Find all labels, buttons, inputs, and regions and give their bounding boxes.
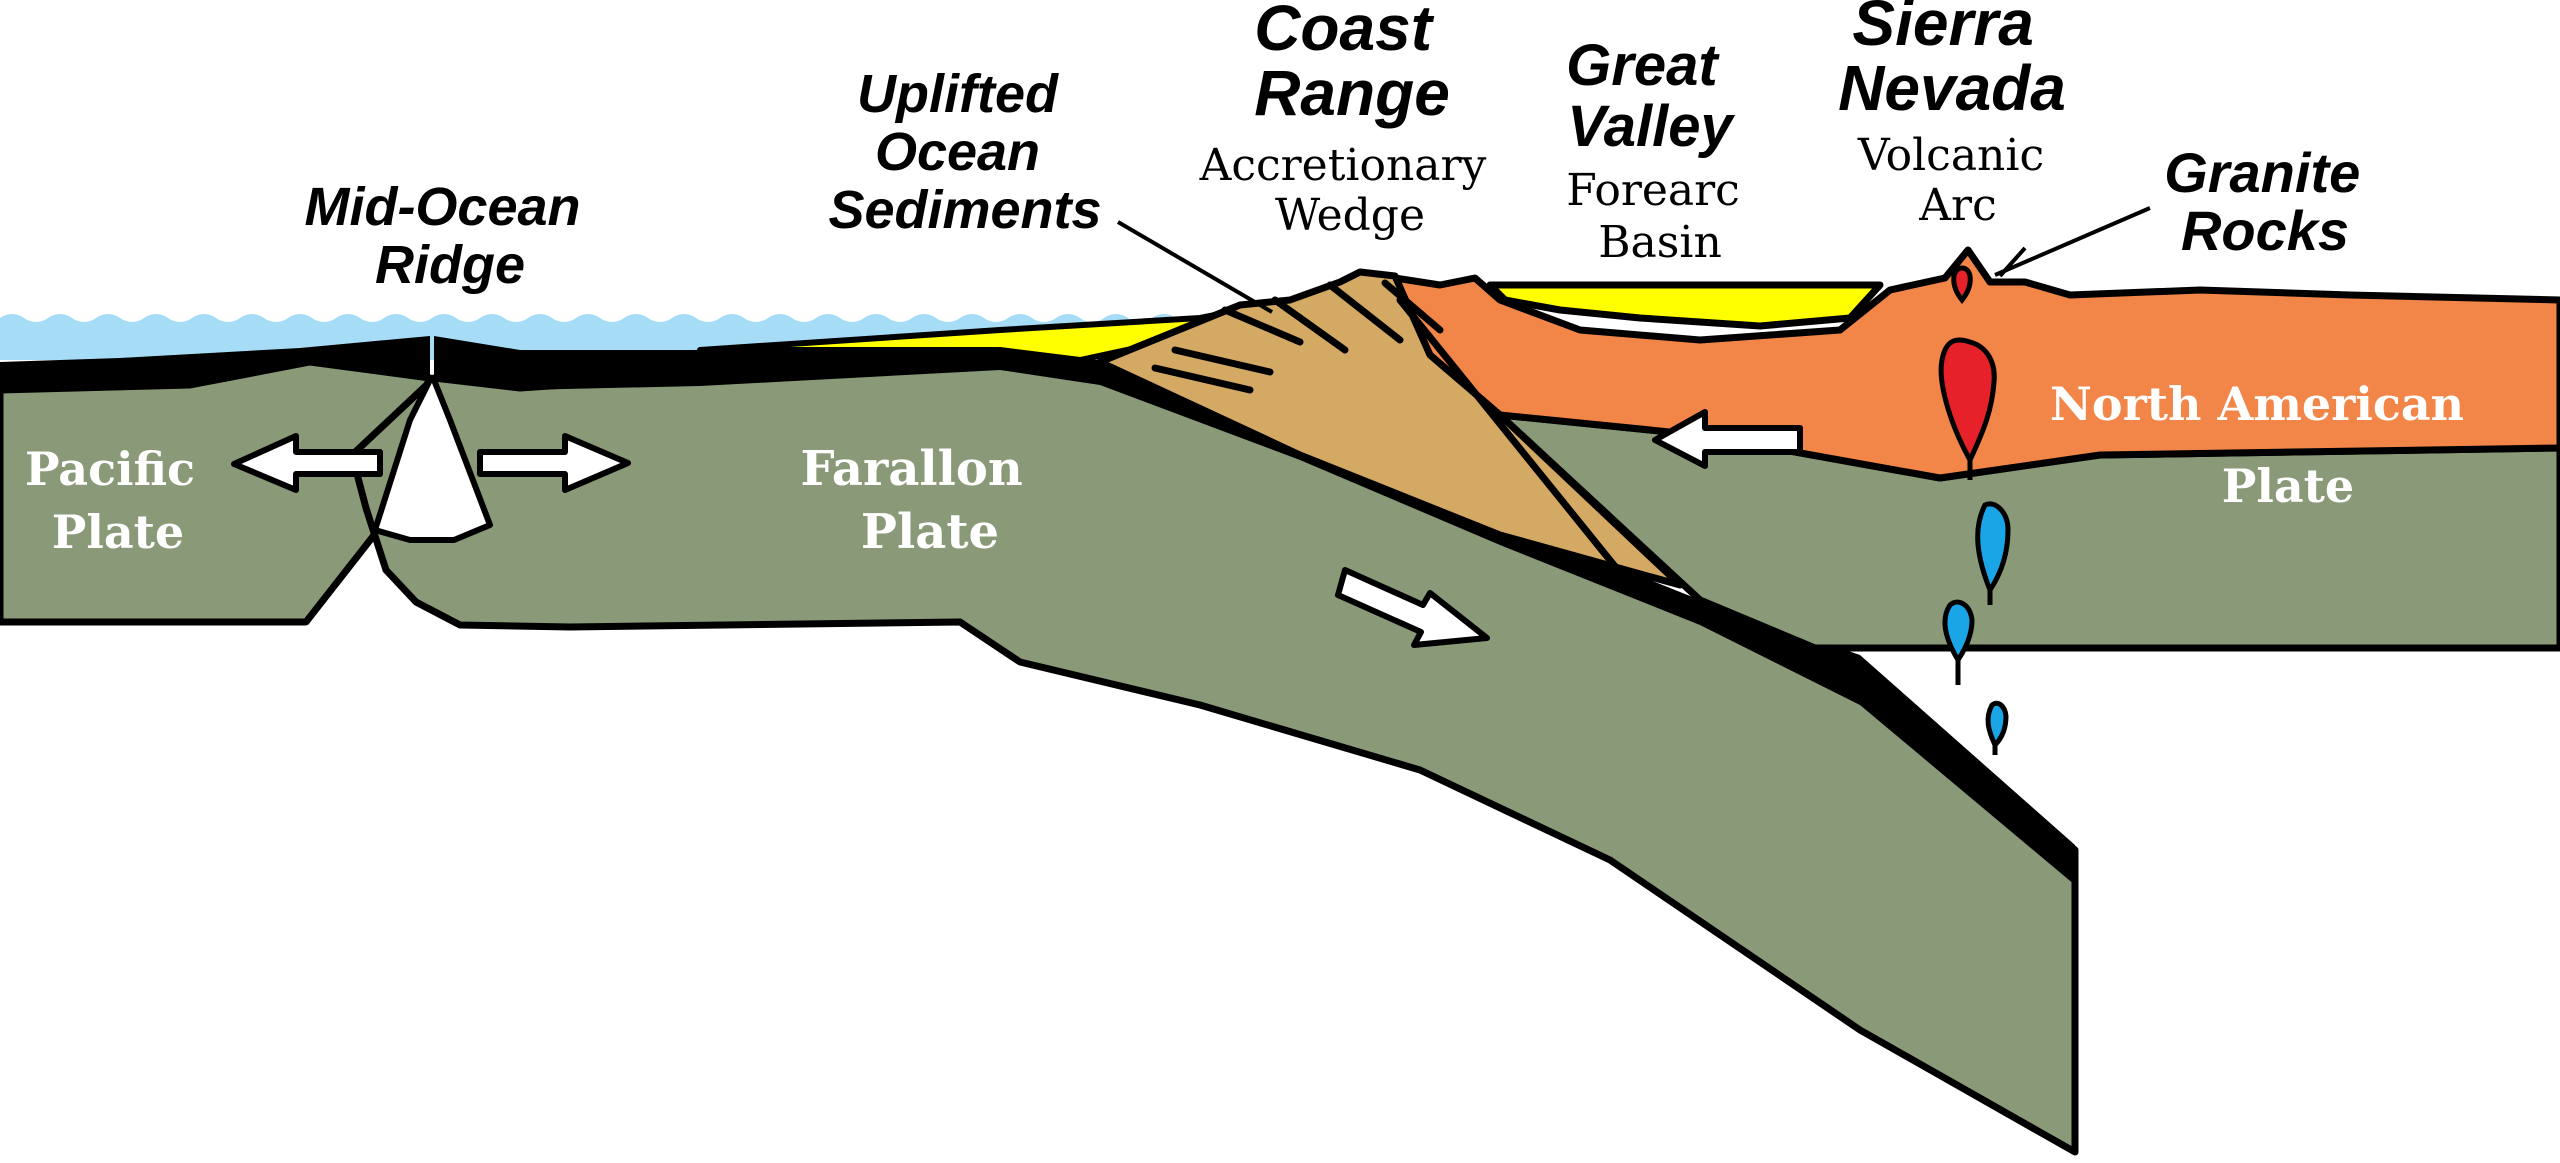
arrow-left-icon [231,433,383,493]
arrow-right-icon [477,433,631,493]
pacific-crust [0,336,430,392]
coast-range-label: Coast Range [1254,0,1450,129]
leader-lines [1116,206,2151,314]
thrust-faults [1151,279,1634,589]
coast-range-sublabel: Accretionary Wedge [1199,140,1501,241]
mid-ocean-ridge-label: Mid-Ocean Ridge [304,177,595,295]
uplifted-sediments-label: Uplifted Ocean Sediments [828,64,1101,240]
forearc-basin [1486,281,1884,330]
magma-trails [1955,590,1998,755]
great-valley-label: Great Valley [1566,33,1735,159]
north-american-arrow-icon [1652,409,1803,469]
magma-blue [1942,501,2011,750]
great-valley-sublabel: Forearc Basin [1566,165,1754,268]
farallon-plate-label: Farallon Plate [800,441,1039,560]
north-american-plate-label: North American Plate [2050,377,2480,513]
spreading-arrows [231,433,631,493]
pacific-plate-label: Pacific Plate [25,442,211,559]
magma-red [1938,265,1997,480]
granite-rocks-label: Granite Rocks [2164,141,2376,262]
ridge-gap [372,377,493,543]
sierra-nevada-label: Sierra Nevada [1838,0,2066,124]
sierra-nevada-sublabel: Volcanic Arc [1857,130,2058,231]
subduction-arrow-icon [1335,567,1490,648]
